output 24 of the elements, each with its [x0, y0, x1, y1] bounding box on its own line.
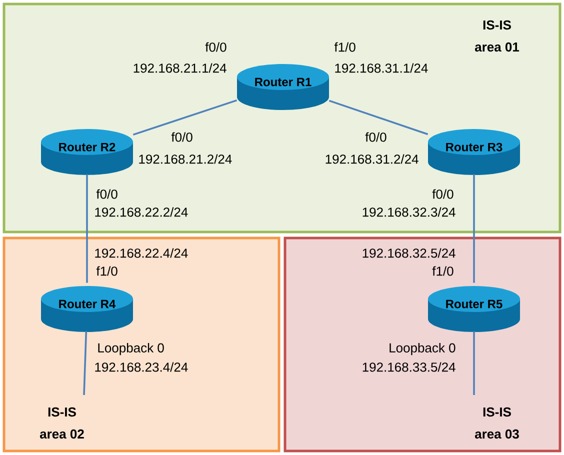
link-line — [132, 99, 238, 136]
interface-label: 192.168.22.2/24 — [95, 207, 188, 217]
interface-label: 192.168.32.5/24 — [362, 248, 456, 258]
link-line — [86, 174, 88, 283]
interface-label: f0/0 — [365, 132, 386, 142]
interface-label: f0/0 — [171, 132, 192, 142]
interface-label: 192.168.22.4/24 — [95, 248, 188, 258]
interface-label: f0/0 — [432, 189, 454, 199]
interface-label: Loopback 0 — [390, 342, 456, 356]
interface-label: f1/0 — [96, 266, 118, 276]
interface-label: 192.168.33.5/24 — [362, 362, 456, 372]
interface-label: f1/0 — [334, 42, 356, 52]
interface-label: f0/0 — [96, 189, 118, 199]
link-line — [328, 100, 428, 136]
interface-label: f1/0 — [432, 266, 454, 276]
interface-label: Loopback 0 — [98, 342, 164, 356]
link-line — [83, 331, 88, 396]
interface-label: 192.168.32.3/24 — [362, 207, 456, 217]
interface-label: 192.168.21.1/24 — [134, 63, 226, 73]
interface-label: 192.168.31.1/24 — [335, 63, 428, 73]
link-line — [473, 174, 475, 283]
interface-label: 192.168.23.4/24 — [95, 362, 188, 372]
interface-label: f0/0 — [205, 42, 226, 52]
link-line — [473, 331, 475, 395]
